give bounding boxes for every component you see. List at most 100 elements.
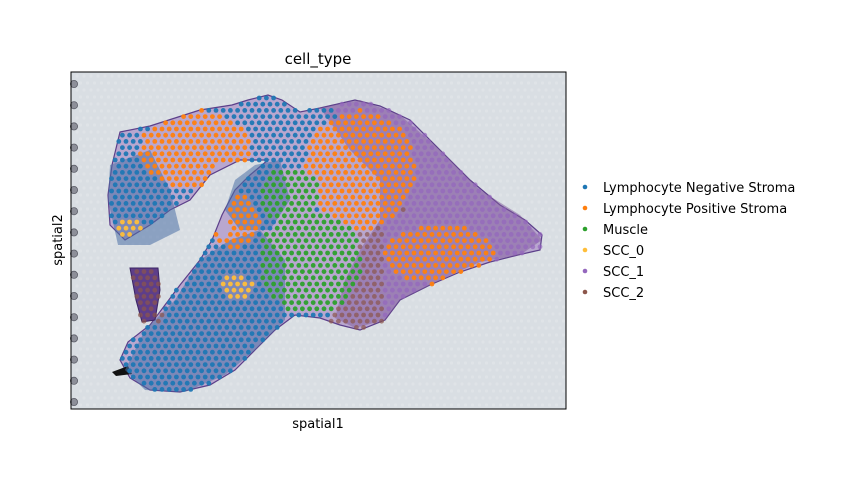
scatter-point	[382, 213, 388, 219]
scatter-point	[130, 213, 136, 219]
scatter-point	[156, 318, 161, 324]
scatter-point	[246, 139, 251, 144]
scatter-point	[400, 132, 406, 138]
scatter-point	[433, 250, 438, 256]
scatter-point	[379, 318, 384, 324]
scatter-point	[382, 275, 388, 281]
scatter-point	[289, 201, 294, 206]
slide-mark	[70, 185, 79, 194]
scatter-point	[343, 182, 348, 188]
scatter-point	[400, 207, 406, 213]
scatter-point	[249, 207, 255, 213]
scatter-point	[422, 132, 428, 138]
scatter-point	[177, 132, 183, 138]
scatter-point	[332, 300, 338, 305]
scatter-point	[350, 182, 356, 188]
scatter-point	[318, 188, 323, 194]
scatter-point	[238, 238, 244, 244]
scatter-point	[307, 256, 312, 262]
scatter-point	[148, 132, 154, 138]
scatter-point	[415, 219, 420, 225]
scatter-point	[278, 281, 284, 287]
scatter-point	[447, 201, 453, 206]
scatter-point	[285, 256, 291, 262]
scatter-point	[123, 151, 129, 157]
scatter-point	[361, 188, 366, 194]
scatter-point	[487, 194, 492, 200]
scatter-point	[206, 170, 212, 175]
scatter-point	[426, 263, 431, 268]
scatter-point	[282, 139, 287, 144]
scatter-point	[411, 188, 417, 194]
scatter-point	[444, 244, 449, 250]
scatter-point	[332, 238, 338, 244]
scatter-point	[505, 213, 510, 219]
scatter-point	[260, 238, 266, 244]
legend-label-muscle: Muscle	[603, 223, 648, 238]
scatter-point	[483, 213, 489, 219]
scatter-point	[278, 120, 284, 126]
scatter-point	[433, 238, 438, 244]
scatter-point	[296, 263, 302, 268]
scatter-point	[267, 275, 273, 281]
scatter-point	[357, 306, 363, 312]
scatter-point	[282, 287, 287, 293]
scatter-point	[206, 331, 212, 336]
scatter-point	[328, 281, 334, 287]
scatter-point	[372, 294, 377, 299]
scatter-point	[163, 343, 169, 349]
scatter-point	[429, 281, 435, 287]
scatter-point	[138, 312, 143, 318]
scatter-point	[246, 349, 251, 355]
scatter-point	[271, 269, 276, 274]
scatter-point	[350, 269, 356, 274]
scatter-point	[206, 108, 212, 113]
scatter-point	[249, 331, 255, 336]
scatter-point	[310, 176, 316, 182]
scatter-point	[444, 219, 449, 225]
scatter-point	[411, 263, 417, 268]
scatter-point	[246, 176, 251, 182]
scatter-point	[141, 219, 147, 225]
scatter-point	[411, 126, 417, 132]
scatter-point	[307, 120, 312, 126]
scatter-point	[296, 188, 302, 194]
scatter-point	[307, 132, 312, 138]
scatter-point	[166, 188, 172, 194]
scatter-point	[422, 244, 428, 250]
scatter-point	[256, 281, 262, 287]
scatter-point	[271, 170, 276, 175]
scatter-point	[534, 238, 539, 244]
scatter-point	[310, 114, 316, 119]
scatter-point	[195, 151, 201, 157]
scatter-point	[206, 256, 212, 262]
scatter-point	[181, 387, 187, 392]
scatter-point	[472, 194, 478, 200]
scatter-point	[310, 213, 316, 219]
scatter-point	[361, 201, 366, 206]
scatter-point	[422, 232, 428, 237]
scatter-point	[174, 139, 179, 144]
scatter-point	[278, 244, 284, 250]
scatter-point	[332, 126, 338, 132]
scatter-point	[166, 300, 172, 305]
scatter-point	[526, 238, 532, 244]
scatter-point	[188, 387, 194, 392]
scatter-point	[267, 188, 273, 194]
scatter-point	[184, 194, 190, 200]
scatter-point	[228, 244, 233, 250]
scatter-point	[170, 318, 176, 324]
scatter-point	[361, 250, 366, 256]
scatter-point	[354, 312, 359, 318]
scatter-point	[303, 250, 309, 256]
legend-label-scc-1: SCC_1	[603, 265, 644, 280]
scatter-point	[321, 244, 327, 250]
scatter-point	[264, 232, 269, 237]
scatter-point	[307, 232, 312, 237]
scatter-point	[476, 250, 482, 256]
scatter-point	[210, 337, 215, 343]
scatter-point	[156, 170, 161, 175]
scatter-point	[400, 294, 406, 299]
scatter-point	[310, 312, 316, 318]
scatter-point	[188, 287, 194, 293]
